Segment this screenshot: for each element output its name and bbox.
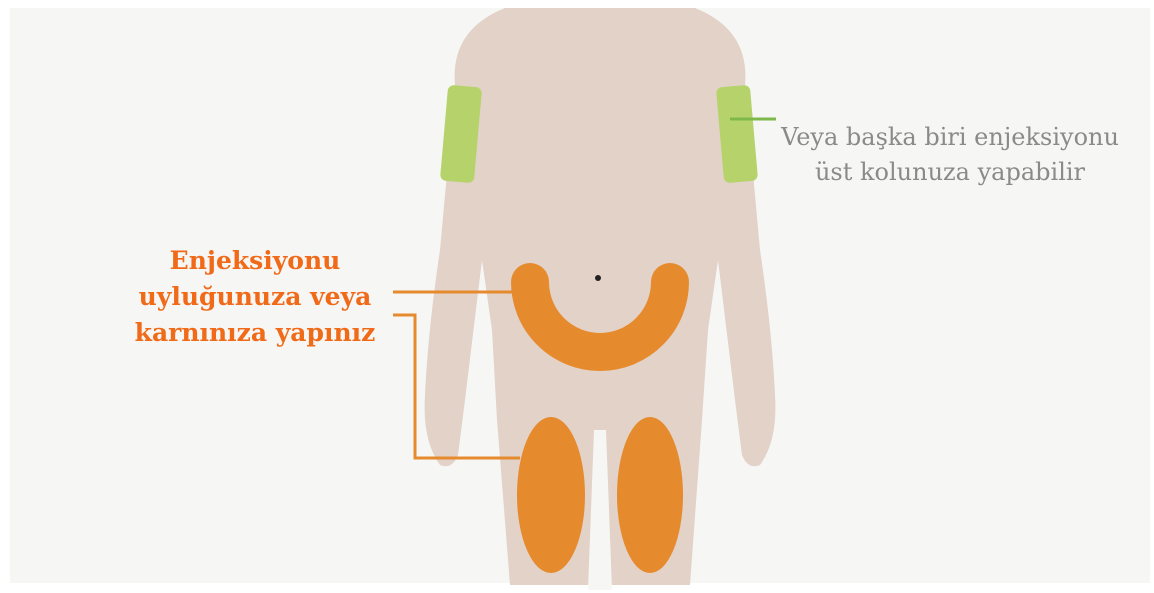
- arm-site-label: Veya başka biri enjeksiyonu üst kolunuza…: [780, 120, 1120, 190]
- navel-dot: [595, 275, 601, 281]
- left-thigh-zone: [517, 417, 585, 573]
- right-thigh-zone: [617, 417, 683, 573]
- primary-site-label: Enjeksiyonu uyluğunuza veya karnınıza ya…: [110, 243, 400, 351]
